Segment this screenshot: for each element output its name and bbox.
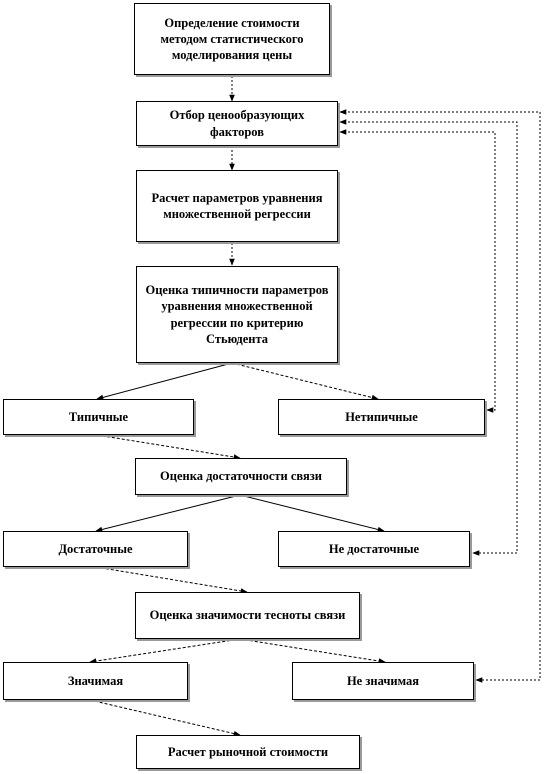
node-atypical: Нетипичные <box>278 399 485 435</box>
node-calc-params-label: Расчет параметров уравнения множественно… <box>151 190 323 221</box>
node-insufficient: Не достаточные <box>278 531 470 567</box>
node-atypical-label: Нетипичные <box>345 409 418 424</box>
loop-insignificant-to-selection <box>339 109 541 683</box>
node-selection-label: Отбор ценообразующих факторов <box>169 108 305 139</box>
arrow-sufficiency-to-insufficient <box>239 494 385 533</box>
arrow-significance-to-significant <box>89 638 241 664</box>
node-selection: Отбор ценообразующих факторов <box>136 101 338 146</box>
arrow-significance-to-insignificant <box>239 638 386 664</box>
node-calc-params: Расчет параметров уравнения множественно… <box>136 170 338 242</box>
loop-atypical-to-selection <box>339 129 496 413</box>
node-significant: Значимая <box>3 662 188 700</box>
loop-insufficient-to-selection <box>339 119 518 556</box>
node-significance-label: Оценка значимости тесноты связи <box>149 608 346 623</box>
node-sufficiency: Оценка достаточности связи <box>135 458 347 495</box>
node-insignificant: Не значимая <box>292 662 474 700</box>
node-significant-label: Значимая <box>67 673 124 688</box>
arrow-sufficiency-to-sufficient <box>95 494 241 533</box>
node-market-value: Расчет рыночной стоимости <box>136 735 360 769</box>
node-insignificant-label: Не значимая <box>346 673 420 688</box>
node-typical: Типичные <box>3 399 194 435</box>
node-student-test: Оценка типичности параметров уравнения м… <box>136 266 338 363</box>
node-sufficiency-label: Оценка достаточности связи <box>160 469 322 484</box>
node-insufficient-label: Не достаточные <box>328 541 420 556</box>
arrow-typical-to-sufficiency <box>96 434 241 460</box>
arrow-student-to-typical <box>96 362 233 401</box>
node-method-label: Определение стоимости методом статистиче… <box>160 15 304 63</box>
arrow-significant-to-market <box>89 699 241 737</box>
node-sufficient-label: Достаточные <box>58 541 133 556</box>
node-method: Определение стоимости методом статистиче… <box>134 3 330 75</box>
arrow-sufficient-to-significance <box>95 566 248 594</box>
node-typical-label: Типичные <box>68 409 129 424</box>
node-sufficient: Достаточные <box>3 531 188 567</box>
node-student-test-label: Оценка типичности параметров уравнения м… <box>145 283 329 346</box>
node-market-value-label: Расчет рыночной стоимости <box>167 744 329 759</box>
node-significance: Оценка значимости тесноты связи <box>135 592 360 639</box>
arrow-student-to-atypical <box>231 362 379 401</box>
